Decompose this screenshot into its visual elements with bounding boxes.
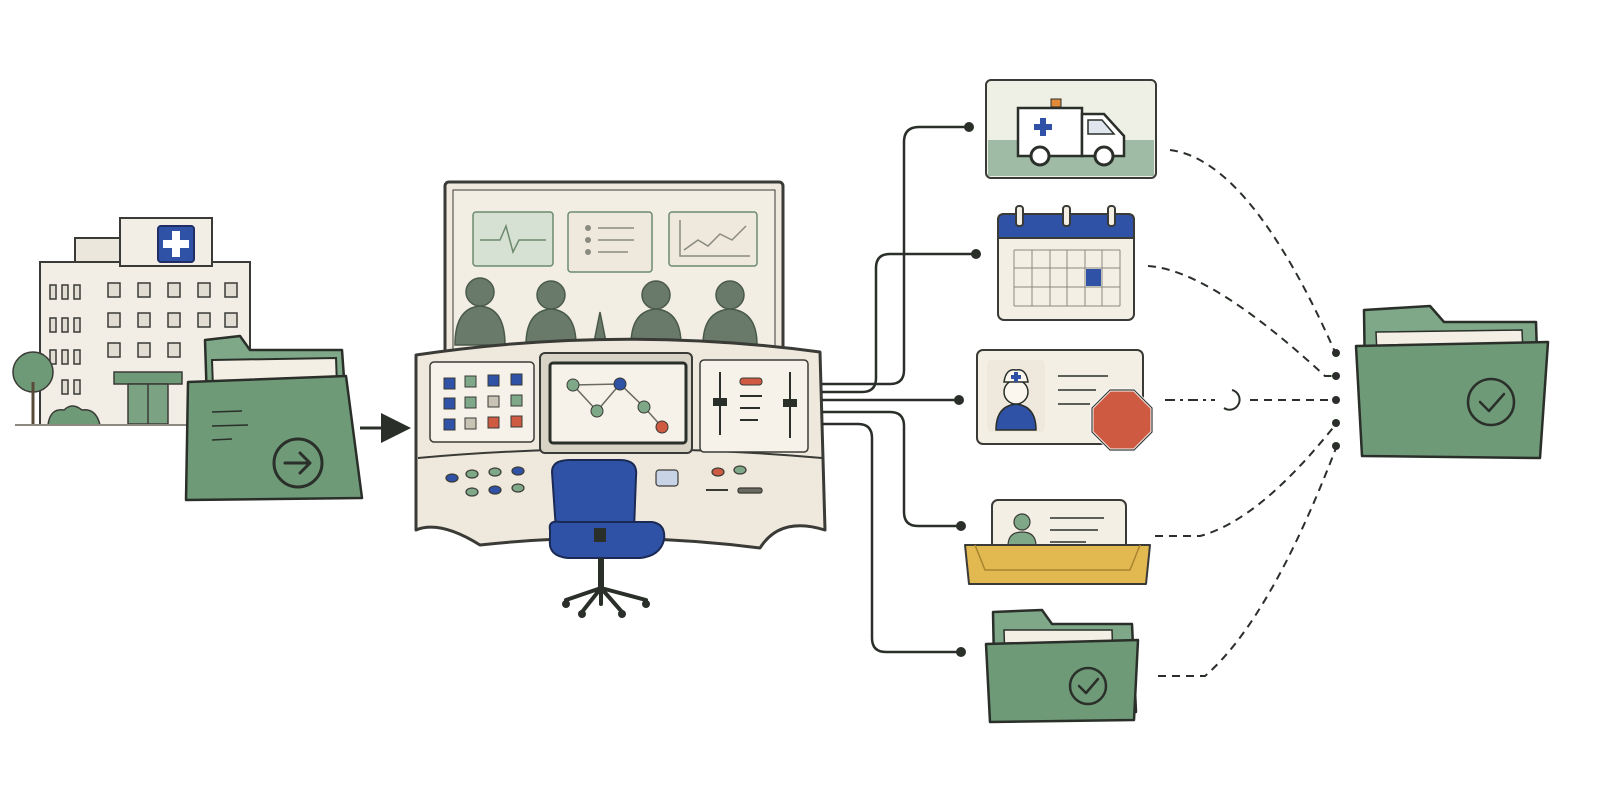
folder-arrow-icon (184, 334, 364, 502)
network-graph-icon (566, 377, 669, 434)
stop-sign-icon (1090, 388, 1154, 452)
edge-ambulance-to-final (1169, 149, 1336, 353)
edge-to-calendar (822, 252, 975, 394)
edge-approved-to-final (1158, 447, 1337, 677)
converging-connectors (1147, 149, 1337, 677)
office-chair-icon (548, 459, 666, 618)
final-endpoints (1332, 349, 1340, 450)
ambulance-icon (985, 79, 1157, 179)
edge-to-id-tray (822, 410, 960, 528)
list-chart-icon (567, 211, 653, 273)
hospital-icon (12, 217, 255, 426)
edge-to-ambulance (822, 125, 968, 386)
id-card-tray-icon (964, 499, 1151, 585)
folder-check-icon (984, 608, 1140, 724)
connector-endpoints (954, 122, 981, 657)
edge-to-approved-folder (822, 422, 960, 654)
fan-out-connectors (822, 125, 975, 654)
edge-calendar-to-final (1147, 265, 1336, 377)
calendar-icon (997, 205, 1135, 321)
pending-indicator (1223, 389, 1241, 411)
heartbeat-chart-icon (472, 211, 554, 267)
operators-silhouette (454, 277, 758, 346)
line-chart-icon (668, 211, 758, 267)
control-console-icon (414, 180, 827, 618)
edge-tray-to-final (1155, 423, 1337, 537)
final-folder-check-icon (1354, 304, 1550, 460)
nurse-stop-icon (976, 349, 1154, 452)
